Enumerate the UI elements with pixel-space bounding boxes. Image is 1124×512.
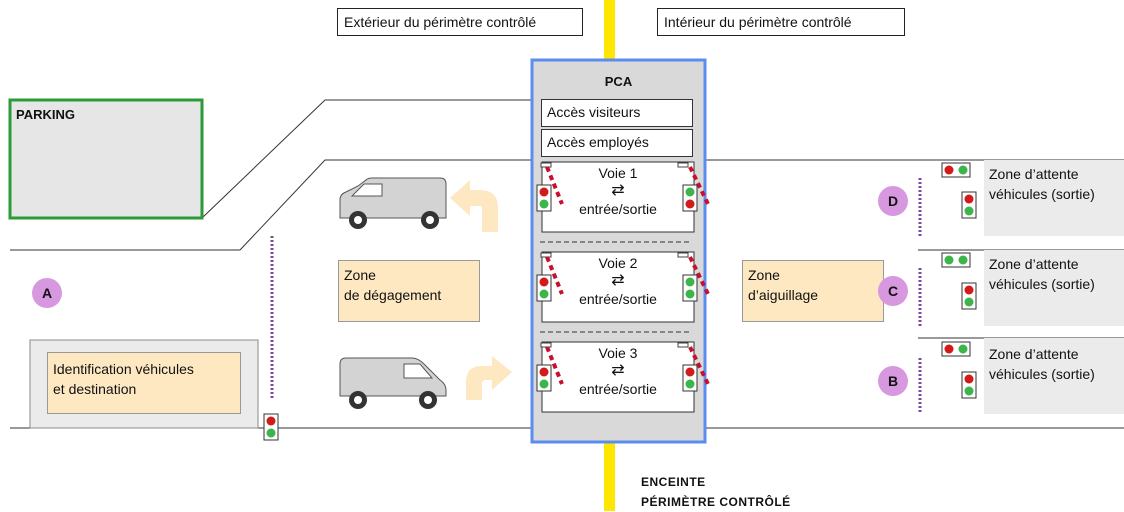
parking-label: PARKING <box>16 107 75 122</box>
traffic-light-icon <box>961 191 977 219</box>
traffic-light-icon <box>961 371 977 399</box>
traffic-light-icon <box>536 274 552 302</box>
traffic-light-icon <box>536 184 552 212</box>
lane-mode: entrée/sortie <box>579 381 657 397</box>
traffic-light-icon <box>682 274 698 302</box>
curved-arrow-up-left-icon <box>450 180 498 232</box>
barrier-icons <box>540 162 710 385</box>
switching-zone: Zone d’aiguillage <box>742 260 884 322</box>
traffic-light-icon <box>536 364 552 392</box>
curved-arrow-up-right-icon <box>466 356 512 400</box>
lane-mode: entrée/sortie <box>579 201 657 217</box>
waiting-zone-c-label: Zone d’attente véhicules (sortie) <box>989 256 1095 292</box>
enclosure-line-2: PÉRIMÈTRE CONTRÔLÉ <box>641 495 791 509</box>
lane-2: Voie 2 ⇄ entrée/sortie <box>560 254 676 308</box>
van-icon <box>339 357 447 409</box>
lane-box-1 <box>541 161 695 233</box>
traffic-light-icon <box>682 184 698 212</box>
traffic-light-icons <box>263 184 977 441</box>
badge-c: C <box>878 276 908 306</box>
enclosure-label: ENCEINTE PÉRIMÈTRE CONTRÔLÉ <box>641 472 791 512</box>
barrier-icon <box>540 162 710 205</box>
employee-access-box: Accès employés <box>541 129 693 157</box>
badge-d: D <box>878 186 908 216</box>
traffic-light-icon <box>682 364 698 392</box>
lane-name: Voie 2 <box>598 255 638 271</box>
traffic-light-icon <box>263 413 279 441</box>
clearance-zone: Zone de dégagement <box>338 260 480 322</box>
badge-a: A <box>32 278 62 308</box>
waiting-zone-c-area <box>984 250 1124 326</box>
lane-3: Voie 3 ⇄ entrée/sortie <box>560 344 676 398</box>
outside-perimeter-label: Extérieur du périmètre contrôlé <box>337 8 583 36</box>
enclosure-line-1: ENCEINTE <box>641 475 706 489</box>
traffic-light-icon <box>941 162 971 178</box>
lane-name: Voie 3 <box>598 345 638 361</box>
badge-b: B <box>878 366 908 396</box>
waiting-zone-d-area <box>984 160 1124 236</box>
road-edge-upper <box>201 99 532 219</box>
inside-perimeter-label: Intérieur du périmètre contrôlé <box>657 8 905 36</box>
barrier-icon <box>540 342 710 385</box>
waiting-zone-d-label: Zone d’attente véhicules (sortie) <box>989 166 1095 202</box>
visitor-access-box: Accès visiteurs <box>541 99 693 127</box>
bidirectional-arrows-icon: ⇄ <box>611 362 625 379</box>
parking-lot <box>8 98 204 220</box>
pca-title: PCA <box>604 74 633 89</box>
bidirectional-arrows-icon: ⇄ <box>611 182 625 199</box>
traffic-light-icon <box>941 341 971 357</box>
identification-zone: Identification véhicules et destination <box>47 352 241 414</box>
waiting-zone-b-label: Zone d’attente véhicules (sortie) <box>989 346 1095 382</box>
traffic-light-icon <box>941 252 971 268</box>
lane-1: Voie 1 ⇄ entrée/sortie <box>560 164 676 218</box>
fence-posts <box>270 178 922 414</box>
horizontal-light-icons <box>941 162 971 357</box>
van-icon <box>339 177 447 229</box>
road-edge-lower <box>10 159 1124 251</box>
lane-box-3 <box>541 341 695 413</box>
lane-name: Voie 1 <box>598 165 638 181</box>
lane-mode: entrée/sortie <box>579 291 657 307</box>
bidirectional-arrows-icon: ⇄ <box>611 272 625 289</box>
traffic-light-icon <box>961 282 977 310</box>
waiting-zone-b-area <box>984 338 1124 414</box>
barrier-icon <box>540 252 710 295</box>
